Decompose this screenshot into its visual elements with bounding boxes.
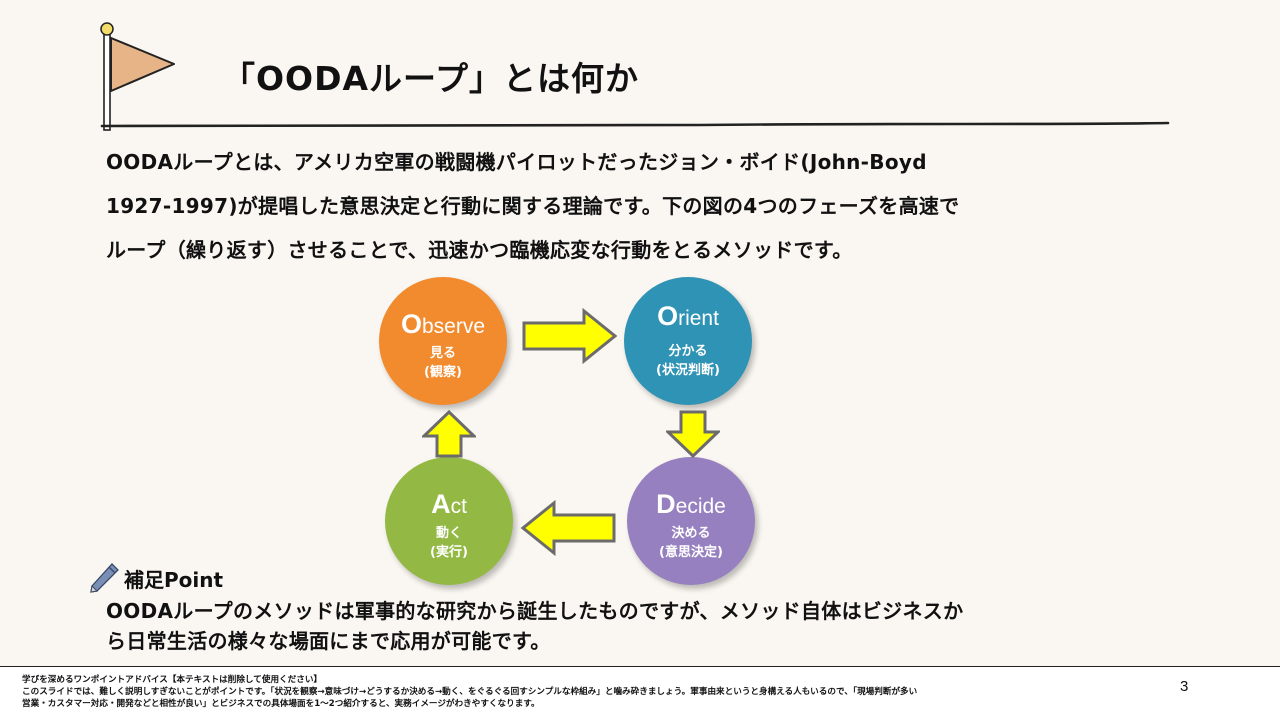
arrow-up-icon xyxy=(422,410,476,458)
note-line: ら日常生活の様々な場面にまで応用が可能です。 xyxy=(106,629,551,653)
phase-act: Act 動く (実行) xyxy=(385,457,513,585)
phase-ja-sub: (実行) xyxy=(430,545,468,560)
phase-ja-sub: (状況判断) xyxy=(656,363,720,378)
arrow-left-icon xyxy=(520,500,616,556)
arrow-down-icon xyxy=(666,410,720,458)
phase-ja-sub: (意思決定) xyxy=(659,545,723,560)
speaker-notes: 学びを深めるワンポイントアドバイス【本テキストは削除して使用ください】 このスラ… xyxy=(22,674,1172,711)
ooda-loop-diagram: Observe 見る (観察) Orient 分かる (状況判断) Decide… xyxy=(370,270,770,600)
title-underline xyxy=(100,121,1170,128)
slide: 「OODAループ」とは何か OODAループとは、アメリカ空軍の戦闘機パイロットだ… xyxy=(0,0,1280,666)
phase-initial: D xyxy=(656,489,676,519)
notes-line: 営業・カスタマー対応・開発などと相性が良い」とビジネスでの具体場面を1～2つ紹介… xyxy=(22,699,540,710)
notes-line: このスライドでは、難しく説明しすぎないことがポイントです。「状況を観察→意味づけ… xyxy=(22,687,918,698)
phase-ja-sub: (観察) xyxy=(424,365,462,380)
notes-divider xyxy=(0,666,1280,667)
phase-ja: 見る xyxy=(429,346,456,361)
phase-initial: O xyxy=(657,301,679,331)
note-body: OODAループのメソッドは軍事的な研究から誕生したものですが、メソッド自体はビジ… xyxy=(106,596,1146,656)
note-line: OODAループのメソッドは軍事的な研究から誕生したものですが、メソッド自体はビジ… xyxy=(106,599,964,623)
flag-icon xyxy=(100,22,175,131)
phase-ja: 動く xyxy=(435,526,462,541)
slide-title: 「OODAループ」とは何か xyxy=(222,59,640,98)
phase-name: rient xyxy=(678,307,719,330)
phase-name: ct xyxy=(450,495,467,518)
intro-paragraph: OODAループとは、アメリカ空軍の戦闘機パイロットだったジョン・ボイド(John… xyxy=(106,140,1146,272)
phase-observe: Observe 見る (観察) xyxy=(379,277,507,405)
intro-line: ループ（繰り返す）させることで、迅速かつ臨機応変な行動をとるメソッドです。 xyxy=(106,238,853,262)
page-number: 3 xyxy=(1180,678,1189,695)
notes-line: 学びを深めるワンポイントアドバイス【本テキストは削除して使用ください】 xyxy=(22,675,323,685)
phase-name: ecide xyxy=(675,495,726,518)
arrow-right-icon xyxy=(522,308,618,364)
phase-ja: 分かる xyxy=(668,344,708,359)
phase-ja: 決める xyxy=(671,526,711,541)
pen-icon xyxy=(90,563,119,593)
phase-initial: A xyxy=(431,489,451,519)
intro-line: 1927-1997)が提唱した意思決定と行動に関する理論です。下の図の4つのフェ… xyxy=(106,194,960,218)
phase-orient: Orient 分かる (状況判断) xyxy=(624,277,752,405)
phase-initial: O xyxy=(400,309,422,339)
intro-line: OODAループとは、アメリカ空軍の戦闘機パイロットだったジョン・ボイド(John… xyxy=(106,150,927,174)
phase-decide: Decide 決める (意思決定) xyxy=(627,457,755,585)
note-heading-text: 補足Point xyxy=(124,567,224,592)
note-heading: 補足Point xyxy=(88,562,223,594)
phase-name: bserve xyxy=(421,315,486,338)
